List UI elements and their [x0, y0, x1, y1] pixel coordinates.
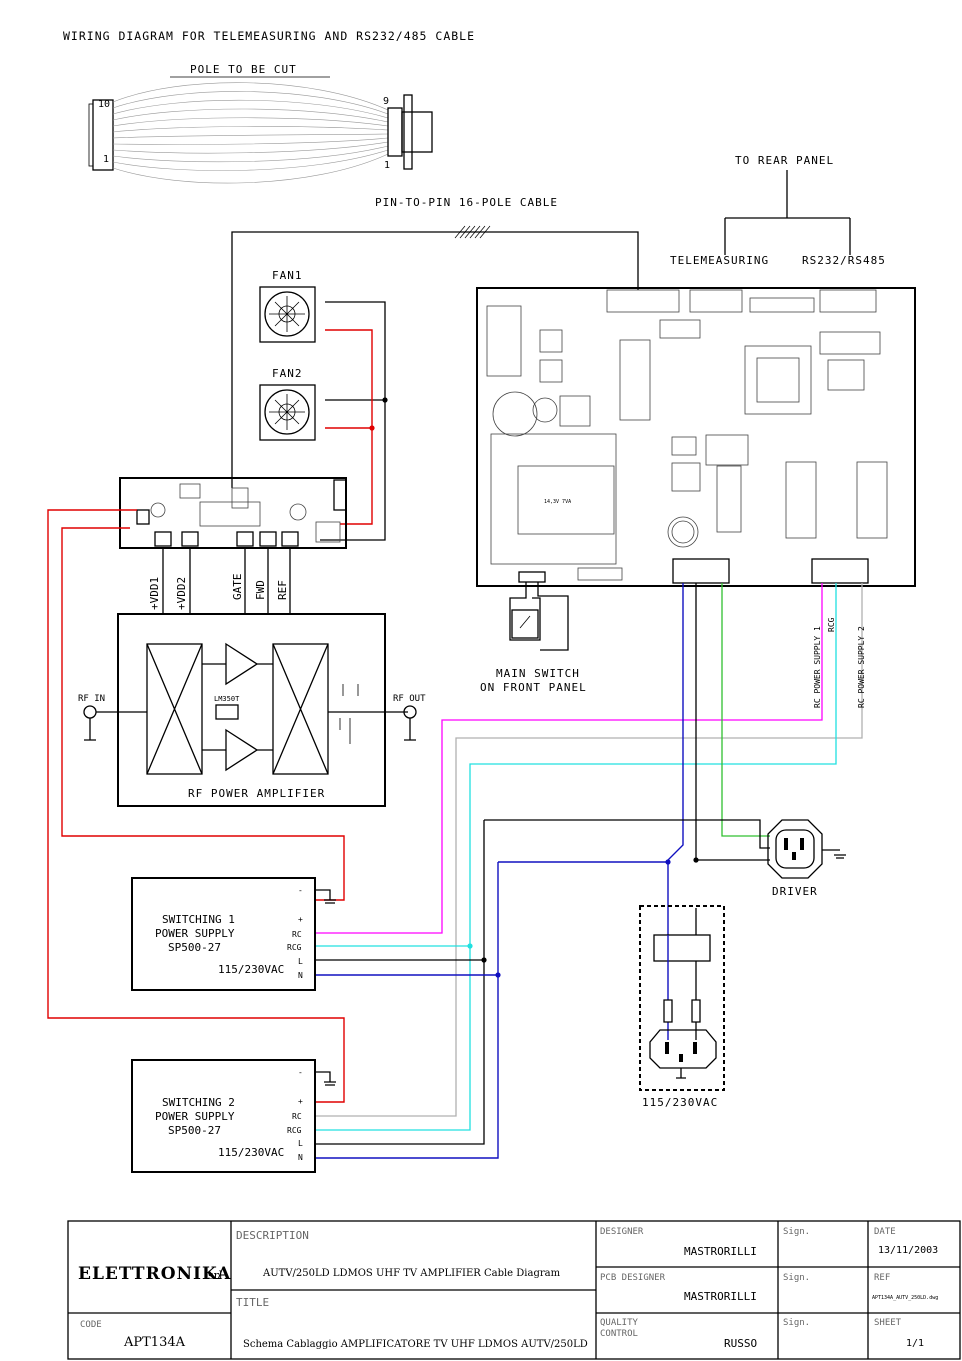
lm350t-label: LM350T: [214, 695, 240, 703]
ref-label: REF: [276, 580, 289, 600]
title-label: TITLE: [236, 1296, 269, 1309]
code-label: CODE: [80, 1320, 102, 1330]
switching-power-supply-2: SWITCHING 2 POWER SUPPLY SP500-27 115/23…: [131, 1059, 336, 1173]
flat-cable-connector: 10 1: [88, 99, 114, 171]
ref-value: APT134A_AUTV_250LD.dwg: [872, 1295, 938, 1301]
svg-text:-: -: [298, 1068, 303, 1077]
driver-label: DRIVER: [772, 885, 818, 898]
ref-label: REF: [874, 1273, 890, 1283]
rc-power-supply-2-label: RC POWER SUPPLY 2: [857, 626, 866, 708]
pole-to-be-cut-label: POLE TO BE CUT: [190, 63, 297, 76]
rf-out-label: RF OUT: [393, 694, 426, 704]
fan1-label: FAN1: [272, 269, 303, 282]
date-label: DATE: [874, 1227, 896, 1237]
rf-amp-title: RF POWER AMPLIFIER: [188, 787, 325, 800]
sheet-value: 1/1: [906, 1338, 924, 1349]
svg-text:POWER SUPPLY: POWER SUPPLY: [155, 1110, 235, 1123]
rs232-rs485-label: RS232/RS485: [802, 254, 886, 267]
fwd-label: FWD: [254, 580, 267, 600]
designer-value: MASTRORILLI: [684, 1245, 757, 1258]
telemeasuring-label: TELEMEASURING: [670, 254, 769, 267]
designer-label: DESIGNER: [600, 1227, 644, 1237]
mains-inlet: [639, 905, 725, 1091]
svg-text:+: +: [298, 1097, 303, 1106]
control-board: 14,3V 7VA: [476, 287, 916, 587]
svg-text:RCG: RCG: [287, 943, 302, 952]
pin-to-pin-cable-label: PIN-TO-PIN 16-POLE CABLE: [375, 196, 558, 209]
title-value: Schema Cablaggio AMPLIFICATORE TV UHF LD…: [243, 1339, 588, 1350]
company-logo: ELETTRONIKA srl: [78, 1264, 231, 1284]
switching-power-supply-1: SWITCHING 1 POWER SUPPLY SP500-27 115/23…: [131, 877, 336, 991]
date-value: 13/11/2003: [878, 1245, 938, 1256]
rf-power-amplifier: [83, 613, 417, 807]
rc-power-supply-1-label: RC POWER SUPPLY 1: [813, 626, 822, 708]
fan1: [259, 286, 316, 343]
svg-text:L: L: [298, 1139, 303, 1148]
fan2-label: FAN2: [272, 367, 303, 380]
svg-text:SP500-27: SP500-27: [168, 941, 221, 954]
pcb-designer-value: MASTRORILLI: [684, 1290, 757, 1303]
svg-text:115/230VAC: 115/230VAC: [218, 1146, 284, 1159]
mains-voltage-label: 115/230VAC: [642, 1096, 718, 1109]
quality-value: RUSSO: [724, 1337, 757, 1350]
description-value: AUTV/250LD LDMOS UHF TV AMPLIFIER Cable …: [262, 1268, 561, 1279]
svg-text:10: 10: [98, 99, 110, 110]
svg-text:1: 1: [384, 160, 390, 171]
sign-label-3: Sign.: [783, 1318, 810, 1328]
quality-label-2: CONTROL: [600, 1329, 638, 1339]
svg-text:N: N: [298, 1153, 303, 1162]
pcb-transformer-label: 14,3V 7VA: [544, 499, 571, 505]
db9-connector: 9 1: [383, 94, 433, 171]
svg-text:SP500-27: SP500-27: [168, 1124, 221, 1137]
main-switch: [509, 582, 569, 651]
svg-text:srl: srl: [208, 1269, 223, 1282]
svg-text:1: 1: [103, 154, 109, 165]
diagram-title: WIRING DIAGRAM FOR TELEMEASURING AND RS2…: [63, 29, 475, 43]
sign-label-1: Sign.: [783, 1227, 810, 1237]
quality-label-1: QUALITY: [600, 1318, 639, 1328]
svg-text:RC: RC: [292, 1112, 302, 1121]
code-value: APT134A: [123, 1335, 186, 1350]
svg-text:ELETTRONIKA: ELETTRONIKA: [78, 1264, 231, 1284]
svg-text:L: L: [298, 957, 303, 966]
svg-text:9: 9: [383, 96, 389, 107]
svg-text:N: N: [298, 971, 303, 980]
sheet-label: SHEET: [874, 1318, 902, 1328]
fan2: [259, 384, 316, 441]
to-rear-panel-label: TO REAR PANEL: [735, 154, 834, 167]
svg-text:+: +: [298, 915, 303, 924]
cable-strands: [112, 82, 389, 184]
main-switch-label-2: ON FRONT PANEL: [480, 681, 587, 694]
sign-label-2: Sign.: [783, 1273, 810, 1283]
cable-hatch: [454, 225, 491, 239]
pcb-designer-label: PCB DESIGNER: [600, 1273, 666, 1283]
gate-label: GATE: [231, 574, 244, 601]
rf-in-label: RF IN: [78, 694, 105, 704]
svg-text:SWITCHING 2: SWITCHING 2: [162, 1096, 235, 1109]
driver-socket: [767, 819, 846, 879]
main-switch-label-1: MAIN SWITCH: [496, 667, 580, 680]
svg-text:SWITCHING 1: SWITCHING 1: [162, 913, 235, 926]
svg-text:115/230VAC: 115/230VAC: [218, 963, 284, 976]
description-label: DESCRIPTION: [236, 1229, 309, 1242]
svg-text:POWER SUPPLY: POWER SUPPLY: [155, 927, 235, 940]
svg-text:-: -: [298, 886, 303, 895]
svg-text:RCG: RCG: [287, 1126, 302, 1135]
vdd1-label: +VDD1: [148, 577, 161, 610]
amplifier-control-board: [119, 477, 347, 549]
rcg-label: RCG: [827, 617, 836, 632]
svg-text:RC: RC: [292, 930, 302, 939]
title-block: [67, 1220, 961, 1360]
vdd2-label: +VDD2: [175, 577, 188, 610]
